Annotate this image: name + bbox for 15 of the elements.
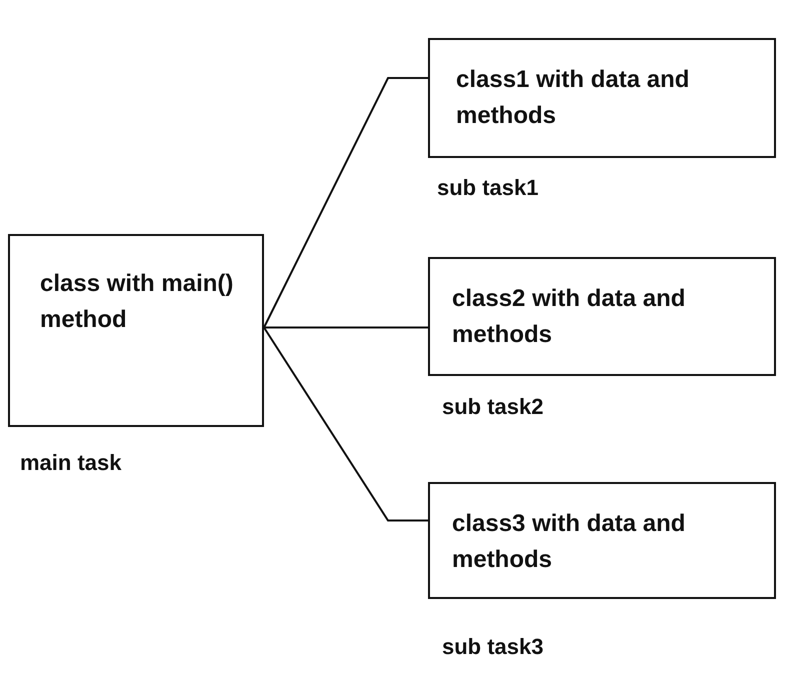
class-box [428, 257, 776, 376]
class-label: class with main() method [40, 269, 234, 335]
class-label: class2 with data and methods [452, 284, 686, 350]
class-label: class3 with data and methods [452, 509, 686, 575]
class-label: class1 with data and methods [456, 65, 690, 131]
connector-line [263, 77, 428, 328]
class-box [8, 234, 264, 427]
connector-line [263, 326, 428, 522]
connector-line [264, 326, 428, 328]
task-caption: main task [20, 450, 122, 476]
task-caption: sub task3 [442, 634, 544, 660]
class-box [428, 482, 776, 599]
task-caption: sub task1 [437, 175, 538, 201]
task-caption: sub task2 [442, 394, 544, 420]
class-box [428, 38, 776, 158]
